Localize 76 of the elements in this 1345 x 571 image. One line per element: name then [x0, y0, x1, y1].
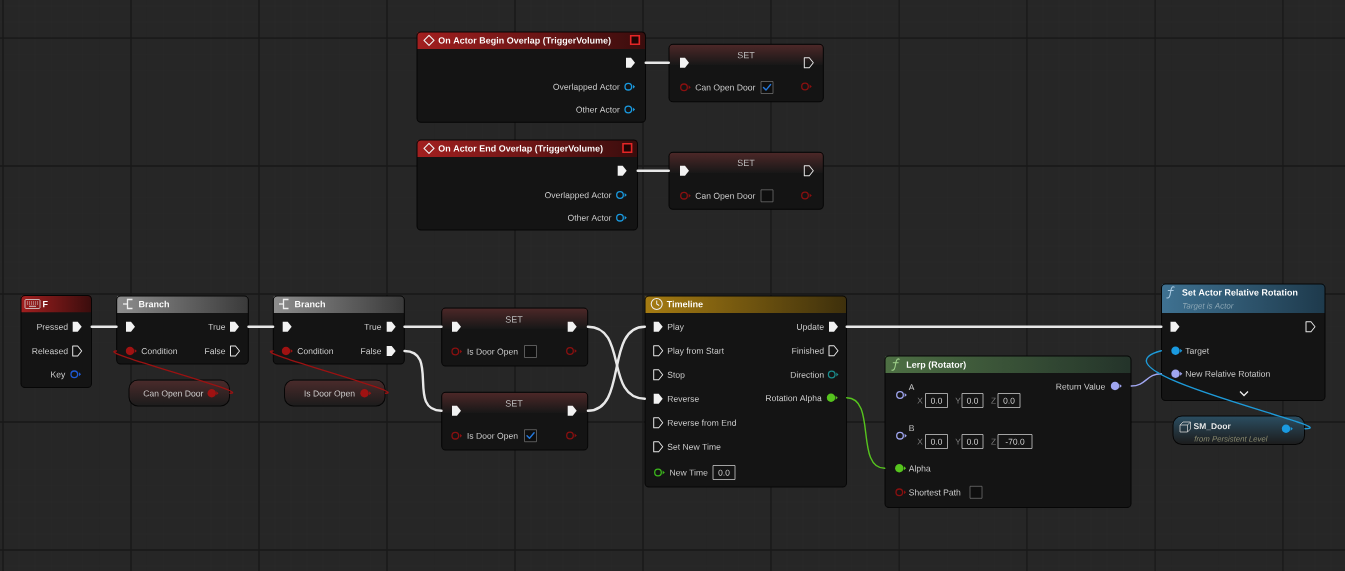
- pin-label: Stop: [667, 371, 685, 380]
- axis-label: Y: [955, 397, 961, 404]
- wire: [403, 325, 443, 328]
- variable-label: Is Door Open: [304, 390, 355, 399]
- pin-label: Overlapped Actor: [545, 191, 612, 200]
- input-field: 0.0: [925, 393, 948, 408]
- pin-label: Reverse: [667, 395, 699, 402]
- node-title: Timeline: [666, 300, 703, 308]
- pin-label: Play: [667, 323, 684, 332]
- node-title: SET: [737, 51, 755, 59]
- pin-label: Released: [32, 347, 68, 355]
- input-field: 0.0: [961, 434, 984, 449]
- pin-label: Direction: [790, 371, 824, 378]
- input-field: -70.0: [997, 434, 1033, 449]
- wire: [113, 350, 234, 394]
- node-title: Set Actor Relative Rotation: [1182, 289, 1298, 296]
- pin-label: Condition: [297, 347, 333, 355]
- wire: [846, 397, 886, 469]
- pin-label: B: [909, 425, 914, 432]
- axis-label: X: [917, 397, 923, 404]
- pin-label: New Relative Rotation: [1185, 370, 1270, 377]
- axis-label: Z: [991, 438, 996, 445]
- pin-label: False: [361, 347, 382, 355]
- pin-label: Can Open Door: [695, 192, 756, 201]
- axis-label: X: [917, 438, 923, 445]
- pin-label: Overlapped Actor: [553, 83, 620, 92]
- wire: [269, 350, 389, 394]
- pin-label: True: [208, 323, 226, 330]
- node-title: Lerp (Rotator): [906, 361, 966, 370]
- pin-label: Can Open Door: [695, 84, 756, 93]
- pin-label: True: [364, 323, 382, 330]
- pin-label: Other Actor: [576, 106, 620, 113]
- pin-label: New Time: [670, 469, 708, 476]
- pin-label: Other Actor: [567, 214, 612, 221]
- wire: [636, 169, 670, 172]
- wire: [845, 325, 1163, 328]
- wire: [644, 61, 670, 64]
- pin-label: Key: [51, 371, 66, 380]
- input-field: 0.0: [997, 393, 1021, 408]
- pin-label: Play from Start: [667, 347, 724, 356]
- input-field: 0.0: [712, 465, 736, 480]
- wire: [90, 325, 118, 328]
- pin-label: Condition: [141, 347, 177, 355]
- pin-label: Pressed: [37, 323, 68, 330]
- pin-label: Return Value: [1056, 383, 1105, 390]
- node-title: F: [43, 301, 48, 308]
- node-title: Branch: [139, 300, 169, 308]
- pin-label: Update: [797, 323, 824, 332]
- pin-label: Target: [1185, 347, 1210, 356]
- wire: [247, 325, 275, 328]
- wire: [403, 349, 443, 412]
- node-title: On Actor Begin Overlap (TriggerVolume): [438, 37, 611, 46]
- input-field: 0.0: [925, 434, 948, 449]
- wire: [1130, 373, 1162, 387]
- node-title: SET: [505, 316, 523, 323]
- pin-label: Alpha: [908, 465, 931, 474]
- wire: [1146, 350, 1311, 430]
- pin-label: False: [205, 347, 226, 355]
- node-subtitle: Target is Actor: [1182, 302, 1234, 311]
- node-title: SM_Door: [1193, 423, 1231, 431]
- pin-label: Set New Time: [667, 443, 721, 450]
- input-field: 0.0: [961, 393, 984, 408]
- variable-label: Can Open Door: [143, 390, 204, 399]
- node-title: SET: [505, 400, 523, 407]
- pin-label: Is Door Open: [467, 348, 518, 357]
- axis-label: Z: [991, 397, 996, 404]
- pin-label: Finished: [792, 347, 824, 354]
- pin-label: Is Door Open: [467, 432, 518, 441]
- pin-label: Reverse from End: [667, 419, 736, 426]
- node-title: On Actor End Overlap (TriggerVolume): [438, 145, 603, 154]
- pin-label: Rotation Alpha: [766, 394, 822, 403]
- node-title: Branch: [295, 300, 325, 308]
- axis-label: Y: [955, 438, 961, 445]
- pin-label: A: [908, 384, 915, 391]
- pin-label: Shortest Path: [909, 489, 961, 496]
- node-title: SET: [737, 159, 755, 167]
